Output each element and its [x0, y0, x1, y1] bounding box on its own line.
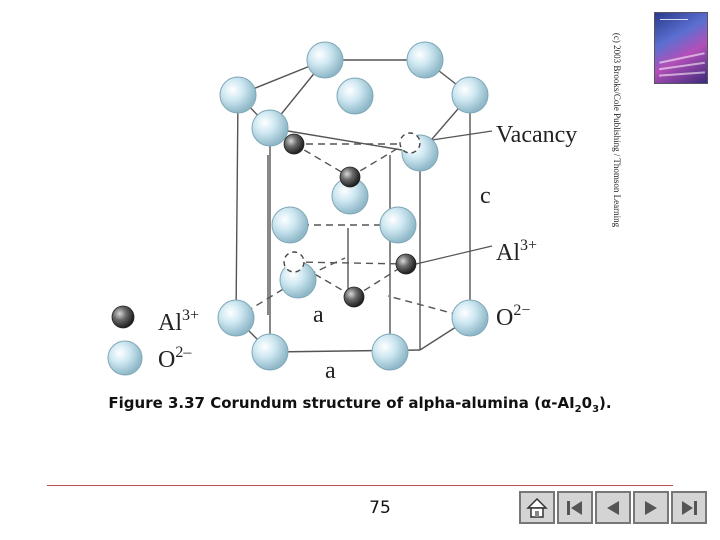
legend-o-label: O2– — [158, 344, 192, 373]
previous-page-icon — [607, 500, 619, 515]
legend: Al3+ O2– — [107, 305, 199, 376]
o-ion — [271, 206, 309, 244]
a-axis-bottom-label: a — [325, 358, 336, 384]
al-ion — [339, 166, 361, 188]
vacancy-site — [283, 251, 305, 273]
al-ion — [283, 133, 305, 155]
oxygen-ions — [217, 41, 489, 371]
o-ion — [406, 41, 444, 79]
previous-page-button[interactable] — [595, 491, 631, 524]
al-ion — [395, 253, 417, 275]
o-ion — [306, 41, 344, 79]
o-ion — [371, 333, 409, 371]
o-ion — [336, 77, 374, 115]
next-page-icon — [645, 500, 657, 515]
book-cover-image — [654, 12, 708, 84]
first-page-button[interactable] — [557, 491, 593, 524]
o-ion — [217, 299, 255, 337]
home-icon — [526, 497, 548, 518]
home-button[interactable] — [519, 491, 555, 524]
o-pointer-label: O2− — [496, 302, 530, 331]
vacancy-sites — [283, 132, 421, 273]
footer-divider — [47, 485, 673, 486]
a-axis-inner-label: a — [313, 302, 324, 328]
slide-navigation — [519, 491, 707, 524]
first-page-icon — [567, 500, 582, 515]
legend-al-label: Al3+ — [158, 307, 199, 336]
c-axis-label: c — [480, 183, 491, 209]
last-page-button[interactable] — [671, 491, 707, 524]
page-number: 75 — [369, 498, 391, 518]
last-page-icon — [682, 500, 697, 515]
aluminum-ions — [283, 133, 417, 308]
vacancy-site — [399, 132, 421, 154]
o-ion — [251, 333, 289, 371]
copyright-notice: (c) 2003 Brooks/Cole Publishing / Thomso… — [612, 32, 622, 228]
legend-al-symbol — [111, 305, 135, 329]
o-ion — [219, 76, 257, 114]
al-ion — [343, 286, 365, 308]
figure-caption: Figure 3.37 Corundum structure of alpha-… — [108, 394, 612, 415]
o-ion — [451, 76, 489, 114]
legend-o-symbol — [107, 340, 143, 376]
corundum-structure-diagram: Vacancy c Al3+ O2− a a Al3+ O2– — [107, 41, 577, 384]
o-ion — [451, 299, 489, 337]
vacancy-label: Vacancy — [496, 122, 577, 148]
o-ion — [379, 206, 417, 244]
next-page-button[interactable] — [633, 491, 669, 524]
al-pointer-label: Al3+ — [496, 237, 537, 266]
o-ion — [251, 109, 289, 147]
